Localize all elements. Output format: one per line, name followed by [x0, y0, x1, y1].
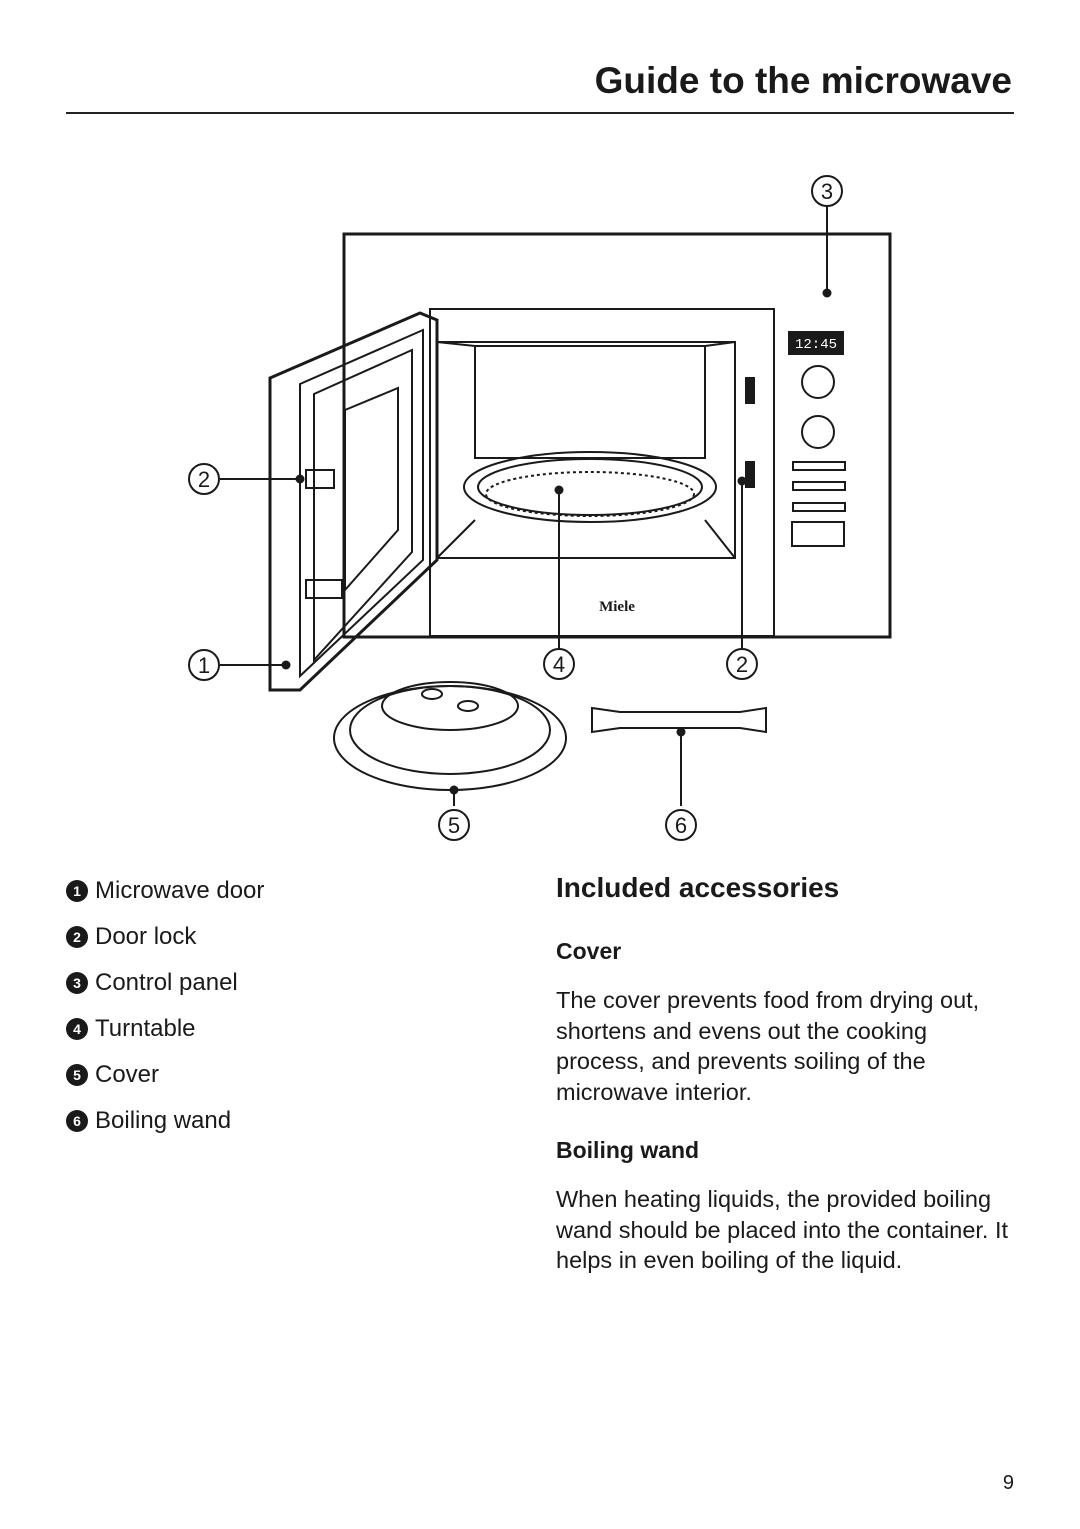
callout-1: 1 — [198, 653, 210, 678]
page-number: 9 — [1002, 1472, 1014, 1494]
callout-3: 3 — [821, 179, 833, 204]
microwave-illustration: 3 2 1 4 2 5 6 12:45 Miele — [188, 175, 892, 841]
legend-label: Boiling wand — [95, 1107, 232, 1134]
boiling-wand-heading: Boiling wand — [556, 1137, 700, 1163]
legend-number-badge: 1 — [66, 880, 88, 902]
title-rule — [66, 112, 1014, 114]
legend-label: Microwave door — [95, 877, 265, 904]
legend-item: 5 Cover — [66, 1052, 264, 1098]
callout-6: 6 — [675, 813, 687, 838]
legend-label: Cover — [95, 1061, 160, 1088]
page-title: Guide to the microwave — [594, 60, 1012, 101]
legend-item: 1 Microwave door — [66, 868, 264, 914]
microwave-frame — [342, 232, 892, 639]
legend-label: Turntable — [95, 1015, 196, 1042]
legend-item: 3 Control panel — [66, 960, 264, 1006]
callout-2-door: 2 — [198, 467, 210, 492]
legend-label: Control panel — [95, 969, 238, 996]
boiling-wand — [591, 706, 767, 734]
legend-item: 2 Door lock — [66, 914, 264, 960]
brand-logo: Miele — [599, 599, 635, 615]
accessories-heading: Included accessories — [556, 872, 840, 903]
callout-4: 4 — [553, 652, 565, 677]
turntable — [463, 451, 717, 523]
callout-5: 5 — [448, 813, 460, 838]
legend-number-badge: 4 — [66, 1018, 88, 1040]
legend-item: 6 Boiling wand — [66, 1098, 264, 1144]
cover-description: The cover prevents food from drying out,… — [556, 987, 980, 1105]
clock-display: 12:45 — [795, 337, 837, 353]
legend-number-badge: 6 — [66, 1110, 88, 1132]
component-legend: 1 Microwave door 2 Door lock 3 Control pane… — [66, 868, 264, 1144]
legend-label: Door lock — [95, 923, 197, 950]
legend-number-badge: 5 — [66, 1064, 88, 1086]
legend-item: 4 Turntable — [66, 1006, 264, 1052]
callout-2-cavity: 2 — [736, 652, 748, 677]
cover-heading: Cover — [556, 938, 622, 964]
legend-number-badge: 3 — [66, 972, 88, 994]
boiling-wand-description: When heating liquids, the provided boili… — [556, 1186, 1009, 1273]
legend-number-badge: 2 — [66, 926, 88, 948]
microwave-door — [268, 311, 439, 692]
